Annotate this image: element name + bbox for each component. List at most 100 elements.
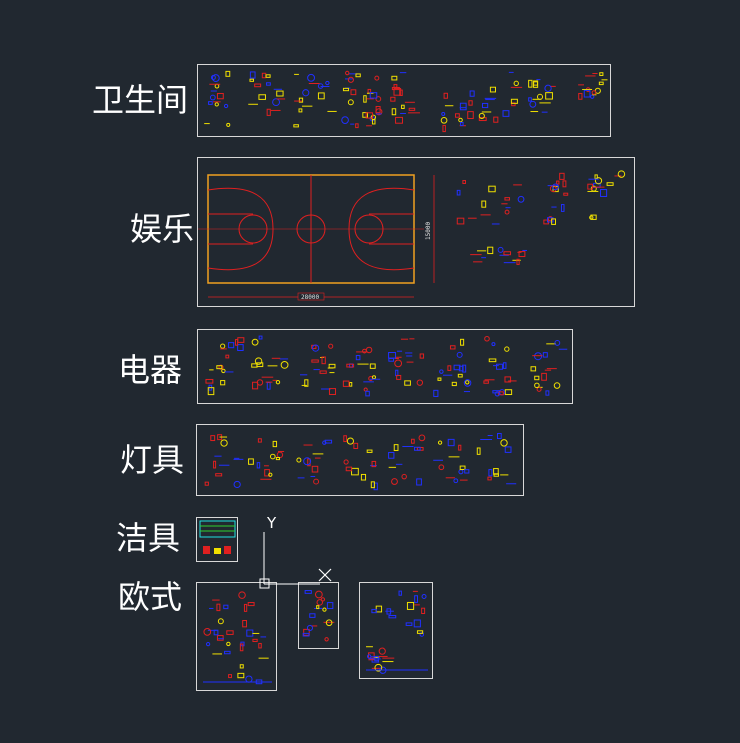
cad-block	[374, 663, 383, 672]
cad-block	[355, 123, 359, 129]
cad-block	[542, 352, 548, 358]
cad-block	[225, 70, 231, 77]
european-blocks-2	[302, 590, 335, 642]
cad-block	[401, 473, 407, 480]
sanitary-block	[224, 546, 231, 554]
cad-block	[242, 619, 248, 628]
cad-block	[216, 603, 221, 612]
cad-block	[494, 391, 500, 397]
cad-block	[534, 375, 540, 381]
cad-block	[366, 654, 372, 659]
european-blocks-frame-3[interactable]	[359, 582, 433, 679]
cad-block	[517, 195, 525, 203]
label-appliances: 电器	[118, 351, 183, 389]
cad-block	[504, 209, 510, 215]
cad-block	[533, 80, 539, 88]
cad-block	[587, 183, 593, 190]
cad-block	[399, 89, 403, 96]
cad-block	[258, 94, 266, 100]
cad-block	[307, 73, 316, 82]
cad-block	[388, 352, 397, 359]
cad-block	[237, 672, 245, 679]
cad-block	[216, 92, 224, 100]
cad-block	[590, 214, 597, 220]
cad-block	[353, 442, 359, 449]
cad-block	[371, 460, 377, 468]
cad-block	[388, 452, 395, 459]
cad-block	[552, 183, 559, 191]
cad-block	[421, 607, 426, 615]
european-blocks-frame-1[interactable]	[196, 582, 277, 691]
cad-block	[258, 335, 263, 340]
cad-block	[487, 476, 492, 481]
european-blocks-1	[203, 591, 272, 685]
cad-block	[355, 73, 361, 78]
sanitary-blocks-frame[interactable]	[196, 517, 238, 562]
cad-block	[249, 71, 256, 79]
cad-block	[235, 339, 239, 346]
cad-block	[447, 365, 452, 371]
cad-block	[298, 108, 303, 113]
cad-block	[493, 473, 499, 477]
cad-block	[269, 453, 276, 460]
cad-block	[606, 182, 614, 186]
cad-block	[266, 108, 271, 116]
appliances-blocks-frame[interactable]	[197, 329, 573, 404]
cad-block	[272, 440, 278, 448]
cad-block	[203, 628, 212, 636]
cad-block	[583, 89, 591, 98]
cad-block	[488, 358, 497, 363]
cad-block	[455, 113, 460, 118]
cad-block	[224, 650, 231, 655]
cad-block	[298, 97, 304, 103]
cad-block	[458, 117, 463, 123]
cad-block	[456, 351, 463, 358]
cad-block	[459, 465, 466, 470]
cad-block	[498, 391, 504, 396]
cross-icon	[318, 568, 332, 582]
cad-block	[551, 218, 556, 225]
cad-block	[237, 337, 245, 343]
cad-block	[529, 100, 537, 108]
cad-block	[306, 624, 314, 632]
cad-block	[302, 632, 310, 637]
cad-block	[545, 390, 550, 396]
entertainment-blocks-frame[interactable]: 28000 15000	[197, 157, 635, 307]
cad-block	[311, 359, 319, 363]
cad-block	[391, 108, 397, 116]
cad-block	[442, 124, 446, 133]
cad-block	[413, 619, 421, 628]
cad-block	[375, 605, 383, 613]
cad-block	[489, 86, 496, 93]
entertainment-blocks: 28000 15000	[198, 170, 626, 301]
cad-block	[553, 382, 561, 389]
cad-block	[239, 664, 244, 669]
cad-block	[251, 338, 259, 346]
cad-block	[462, 180, 466, 184]
cad-block	[478, 117, 487, 122]
dimension-width-text: 28000	[301, 294, 319, 301]
cad-block	[325, 619, 333, 627]
cad-block	[481, 102, 489, 109]
european-blocks-frame-2[interactable]	[298, 582, 339, 649]
cad-block	[414, 595, 418, 603]
cad-block	[321, 356, 326, 365]
cad-block	[541, 372, 547, 381]
lighting-blocks-frame[interactable]	[196, 424, 524, 496]
cad-block	[459, 102, 467, 111]
cad-block	[562, 180, 567, 188]
cad-block	[513, 80, 519, 87]
dimension-box-width	[297, 292, 325, 301]
cad-block	[544, 84, 552, 92]
cad-block	[536, 93, 544, 100]
cad-block	[370, 114, 377, 120]
bathroom-blocks-frame[interactable]	[197, 64, 611, 137]
cad-block	[216, 365, 223, 370]
cad-block	[481, 200, 487, 208]
basketball-court[interactable]: 28000 15000	[198, 174, 435, 301]
cad-block	[251, 363, 258, 368]
cad-block	[401, 104, 405, 109]
cad-block	[365, 390, 370, 397]
cad-block	[268, 472, 273, 477]
cad-block	[438, 464, 445, 471]
